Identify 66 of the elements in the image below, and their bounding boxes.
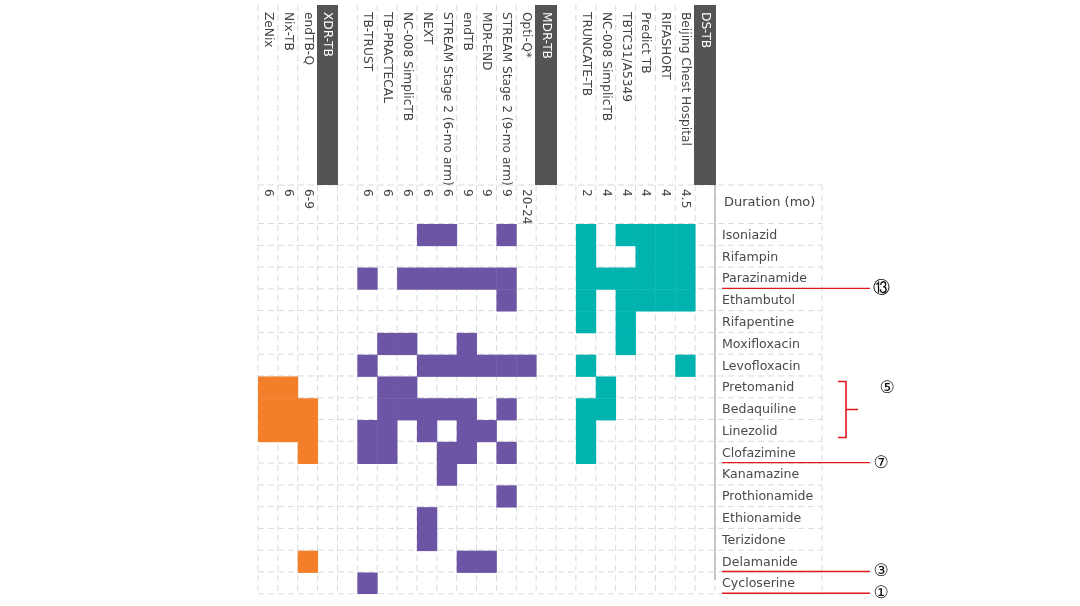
drug-name: Rifapentine	[722, 311, 822, 332]
trial-name: TB-PRACTECAL	[380, 12, 397, 103]
drug-name: Bedaquiline	[722, 398, 822, 419]
trial-name: MDR-END	[479, 12, 496, 71]
column-heading: Duration (mo)	[724, 194, 816, 209]
drug-name: Isoniazid	[722, 224, 822, 245]
duration-value: 6	[280, 189, 297, 197]
drug-name: Parazinamide	[722, 267, 822, 289]
trial-name: STREAM Stage 2 (6-mo arm)	[439, 12, 456, 186]
drug-name: Clofazimine	[722, 441, 822, 463]
duration-value: 9	[499, 189, 516, 197]
callout-number: ⑬	[870, 276, 892, 299]
trial-name: Opti-Q*	[519, 12, 536, 59]
callout-number: ⑦	[870, 451, 892, 474]
trial-name: TRUNCATE-TB	[578, 12, 595, 97]
trial-name: TBTC31/A5349	[618, 12, 635, 102]
drug-name: Prothionamide	[722, 485, 822, 507]
trial-name: endTB-Q	[300, 12, 317, 66]
trial-name: endTB	[459, 12, 476, 51]
duration-value: 4.5	[678, 189, 695, 209]
callout-number: ①	[870, 581, 892, 604]
duration-value: 2	[578, 189, 595, 197]
drug-name: Pretomanid	[722, 376, 822, 398]
drug-name: Linezolid	[722, 420, 822, 441]
callout-number: ③	[870, 559, 892, 582]
drug-name: Ethionamide	[722, 507, 822, 528]
drug-name: Terizidone	[722, 528, 822, 550]
duration-value: 6	[439, 189, 456, 197]
duration-value: 9	[459, 189, 476, 197]
duration-value: 6	[380, 189, 397, 197]
leader-line	[721, 570, 871, 573]
duration-value: 9	[479, 189, 496, 197]
trial-name: NEXT	[419, 12, 436, 45]
drug-name: Cycloserine	[722, 572, 822, 594]
duration-value: 4	[598, 189, 615, 197]
drug-name: Rifampin	[722, 245, 822, 267]
duration-value: 4	[638, 189, 655, 197]
duration-value: 20-24	[519, 189, 536, 225]
trial-name: Predict TB	[638, 12, 655, 74]
trial-name: RIFASHORT	[658, 12, 675, 80]
trial-name: ZeNix	[260, 12, 277, 48]
duration-value: 6	[360, 189, 377, 197]
drug-name: Ethambutol	[722, 289, 822, 311]
trial-name: TB-TRUST	[360, 12, 377, 72]
leader-line	[721, 287, 871, 290]
drug-name: Moxifloxacin	[722, 332, 822, 354]
trial-name: NC-008 SimplicTB	[399, 12, 416, 122]
group-header: DS-TB	[694, 5, 716, 185]
drug-name: Kanamazine	[722, 463, 822, 485]
duration-value: 6	[419, 189, 436, 197]
drug-name: Delamanide	[722, 550, 822, 572]
group-header: MDR-TB	[535, 5, 558, 185]
trial-name: Beijing Chest Hospital	[678, 12, 695, 146]
duration-value: 6	[399, 189, 416, 197]
leader-line	[721, 592, 871, 594]
trial-name: STREAM Stage 2 (9-mo arm)	[499, 12, 516, 186]
group-header: XDR-TB	[316, 5, 339, 185]
callout-number: ⑤	[878, 376, 896, 398]
trial-name: Nix-TB	[280, 12, 297, 51]
drug-name: Levofloxacin	[722, 354, 822, 376]
duration-value: 6-9	[300, 189, 317, 209]
trial-name: NC-008 SimplicTB	[598, 12, 615, 122]
duration-value: 4	[618, 189, 635, 197]
duration-value: 4	[658, 189, 675, 197]
leader-line	[721, 461, 871, 464]
duration-value: 6	[260, 189, 277, 197]
